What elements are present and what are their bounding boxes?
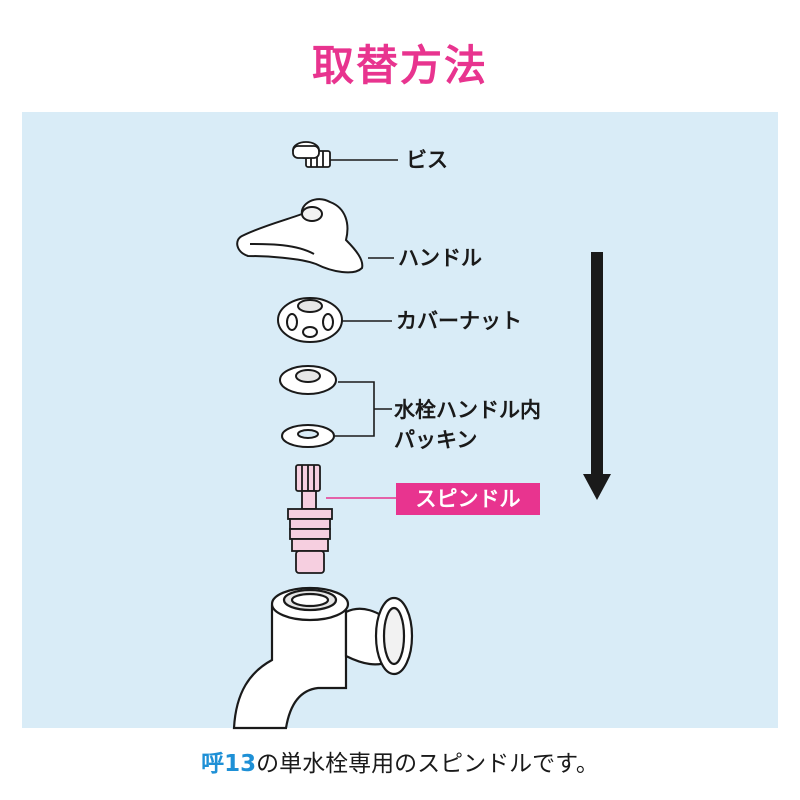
spindle-part [287, 464, 333, 574]
handle-part [236, 198, 364, 274]
down-arrow-icon [583, 252, 611, 500]
packing-upper-part [279, 365, 337, 395]
label-handle: ハンドル [398, 246, 482, 270]
caption: 呼13の単水栓専用のスピンドルです。 [0, 744, 800, 778]
caption-text: の単水栓専用のスピンドルです。 [256, 751, 599, 777]
cover-nut-part [277, 297, 343, 343]
label-cover-nut: カバーナット [396, 309, 522, 333]
label-spindle: スピンドル [396, 483, 540, 515]
label-packing-line2: パッキン [394, 428, 478, 452]
screw-part [292, 141, 331, 168]
caption-highlight: 呼13 [201, 751, 257, 777]
label-packing-line1: 水栓ハンドル内 [394, 398, 541, 422]
page-title: 取替方法 [311, 41, 488, 90]
packing-lower-part [281, 424, 335, 448]
label-screw: ビス [406, 148, 448, 172]
leader-bracket-packing [334, 381, 375, 437]
faucet-body [232, 586, 414, 730]
